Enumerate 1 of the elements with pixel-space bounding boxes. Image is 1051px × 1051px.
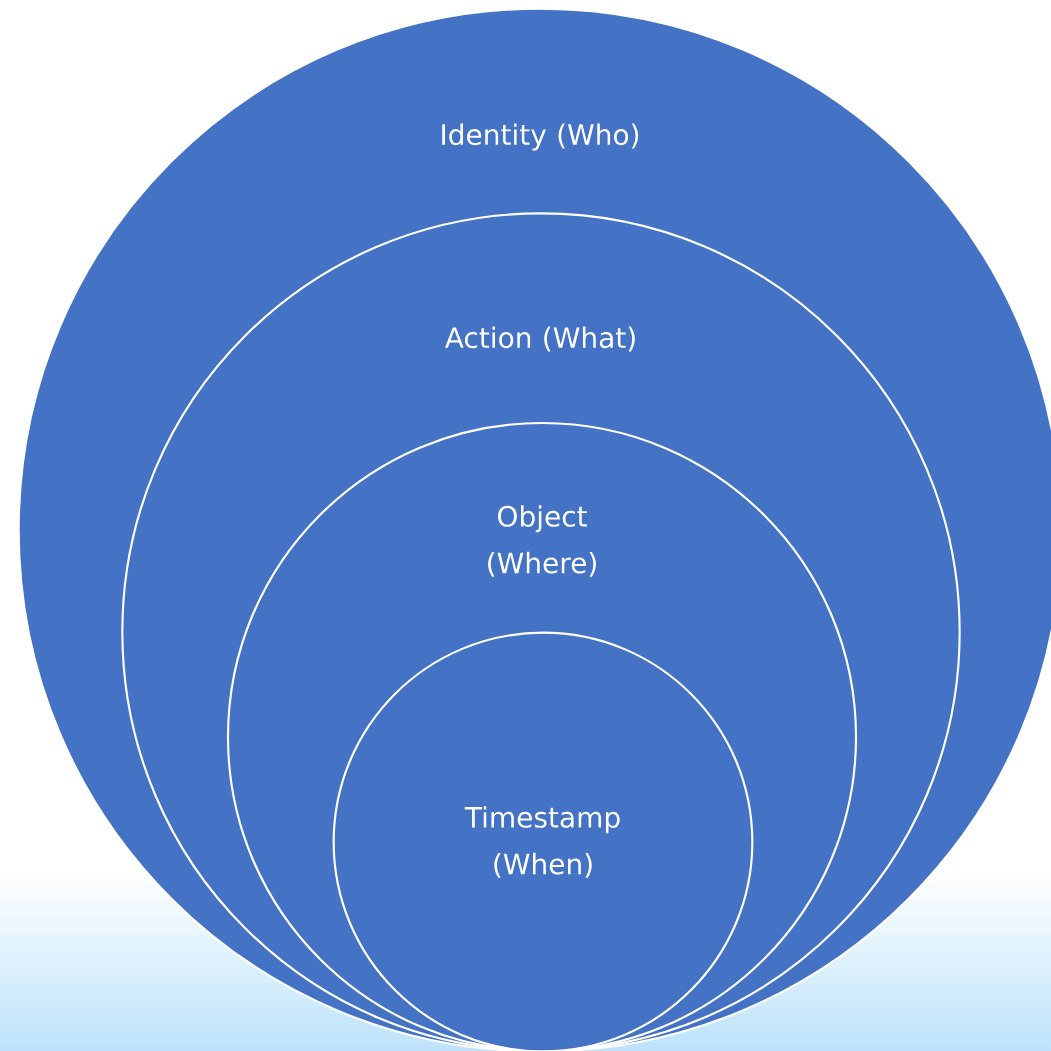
node-label: Timestamp (When) bbox=[464, 806, 620, 878]
